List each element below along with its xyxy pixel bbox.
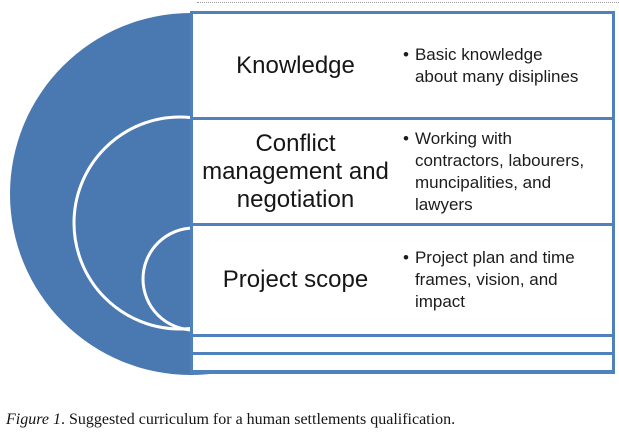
canvas-top-dotted-border	[197, 2, 619, 3]
row-title: Conflict management and negotiation	[202, 129, 389, 213]
row-divider	[193, 117, 612, 120]
bullet-item: • Working with contractors, labourers, m…	[403, 128, 584, 216]
row-divider	[193, 223, 612, 226]
figure-caption: Figure 1. Suggested curriculum for a hum…	[6, 411, 455, 429]
curriculum-row-knowledge: Knowledge • Basic knowledge about many d…	[193, 14, 612, 117]
row-divider	[193, 334, 612, 337]
bullet-text: Working with contractors, labourers, mun…	[414, 128, 585, 214]
figure-caption-text: . Suggested curriculum for a human settl…	[60, 411, 456, 428]
row-bullet-cell: • Project plan and time frames, vision, …	[398, 226, 612, 334]
bullet-text: Basic knowledge about many disiplines	[414, 44, 579, 86]
bullet-item: • Project plan and time frames, vision, …	[403, 247, 575, 313]
empty-row	[193, 355, 612, 370]
row-title: Knowledge	[236, 51, 355, 79]
curriculum-row-conflict-management: Conflict management and negotiation • Wo…	[193, 120, 612, 223]
curriculum-list-box: Knowledge • Basic knowledge about many d…	[190, 11, 615, 374]
bullet-item: • Basic knowledge about many disiplines	[403, 44, 578, 88]
empty-row	[193, 337, 612, 352]
row-title: Project scope	[222, 266, 369, 293]
curriculum-row-project-scope: Project scope • Project plan and time fr…	[193, 226, 612, 334]
bullet-icon: •	[403, 128, 409, 148]
bullet-icon: •	[403, 248, 409, 267]
figure-caption-label: Figure 1	[6, 411, 61, 428]
bullet-icon: •	[403, 44, 409, 64]
row-bullet-cell: • Basic knowledge about many disiplines	[398, 14, 612, 117]
row-divider	[193, 352, 612, 355]
row-bullet-cell: • Working with contractors, labourers, m…	[398, 120, 612, 223]
bullet-text: Project plan and time frames, vision, an…	[414, 248, 575, 311]
